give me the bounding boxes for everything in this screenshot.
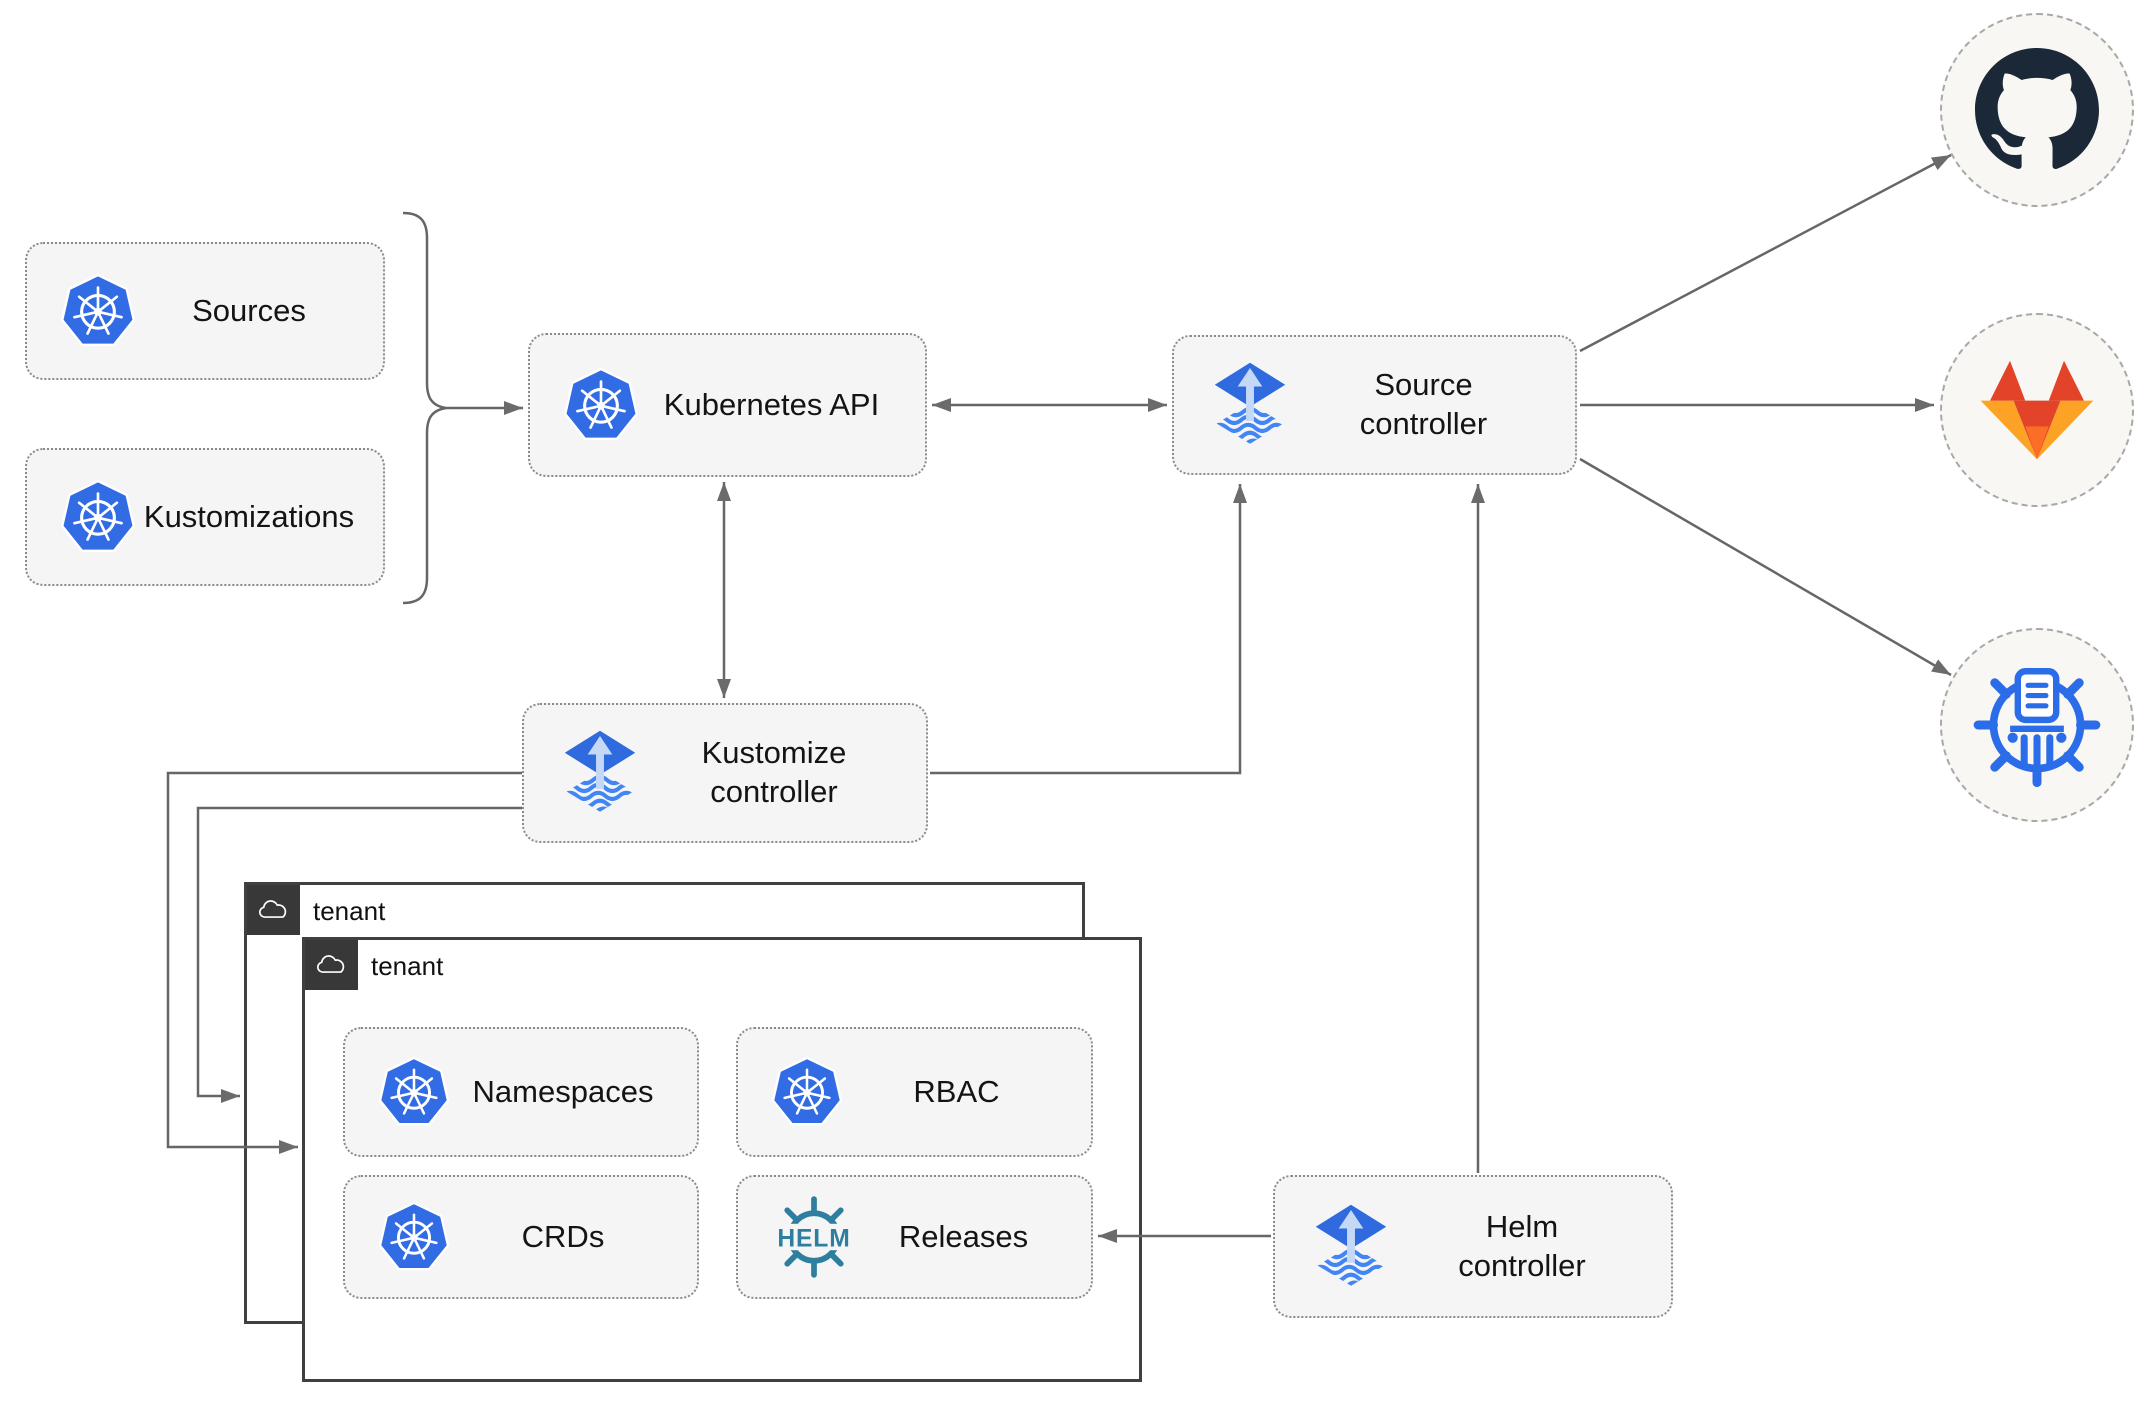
arrow-kustomize-to-inner-tenant xyxy=(166,771,522,1154)
github-icon xyxy=(1975,48,2099,172)
gitlab-icon xyxy=(1978,356,2096,464)
arrow-source-to-registry xyxy=(1579,457,1952,677)
endpoint-gitlab xyxy=(1940,313,2134,507)
node-helm-controller: Helm controller xyxy=(1273,1175,1673,1318)
node-label: Releases xyxy=(898,1218,1029,1254)
flux-icon xyxy=(1206,357,1294,453)
node-releases: Releases xyxy=(736,1175,1093,1299)
tenant-label: tenant xyxy=(313,896,386,926)
endpoint-github xyxy=(1940,13,2134,207)
tenant-label: tenant xyxy=(371,951,444,981)
arrow-kustomize-to-source-controller xyxy=(930,484,1247,775)
kubernetes-icon xyxy=(59,272,137,350)
node-crds: CRDs xyxy=(343,1175,699,1299)
node-rbac: RBAC xyxy=(736,1027,1093,1157)
node-label: Source controller xyxy=(1359,367,1488,441)
node-label: Kustomizations xyxy=(143,498,355,534)
node-label: CRDs xyxy=(521,1218,605,1254)
tenant-tab xyxy=(305,940,358,990)
tenant-tab xyxy=(247,885,300,935)
node-label: RBAC xyxy=(913,1073,1000,1109)
node-label: Helm controller xyxy=(1458,1208,1586,1283)
node-namespaces: Namespaces xyxy=(343,1027,699,1157)
node-sources: Sources xyxy=(25,242,385,380)
node-label: Namespaces xyxy=(472,1073,654,1109)
node-label: Kustomize controller xyxy=(701,735,847,809)
node-kustomizations: Kustomizations xyxy=(25,448,385,586)
node-label: Sources xyxy=(192,292,306,328)
container-registry-icon xyxy=(1973,661,2101,789)
arrow-source-to-github xyxy=(1579,153,1952,353)
flux-icon xyxy=(1307,1199,1395,1295)
endpoint-container-registry xyxy=(1940,628,2134,822)
node-kustomize-controller: Kustomize controller xyxy=(522,703,928,843)
brace-sources-kustomizations xyxy=(402,211,447,605)
node-label: Kubernetes API xyxy=(663,386,880,422)
flux-icon xyxy=(556,725,644,821)
tenant-frame-inner: tenant Namespaces RBAC CRDs Releases xyxy=(302,937,1142,1382)
arrow-kustomize-to-outer-tenant xyxy=(196,806,522,1103)
kubernetes-icon xyxy=(562,366,640,444)
node-kubernetes-api: Kubernetes API xyxy=(528,333,927,477)
node-source-controller: Source controller xyxy=(1172,335,1577,475)
kubernetes-icon xyxy=(59,478,137,556)
